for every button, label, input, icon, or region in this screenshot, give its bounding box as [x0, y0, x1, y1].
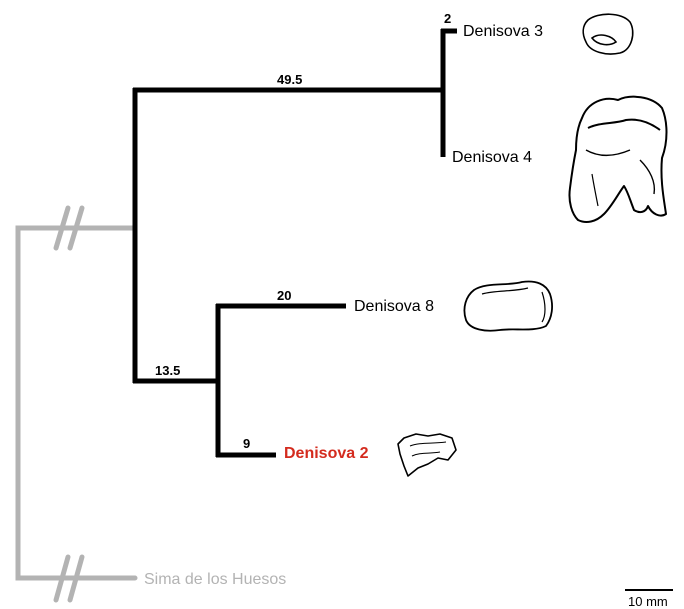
- taxon-label-denisova3: Denisova 3: [463, 23, 544, 40]
- tooth-icon-denisova3: [582, 13, 634, 55]
- taxon-label-sima-de-los-huesos: Sima de los Huesos: [144, 571, 287, 588]
- taxon-label-denisova2: Denisova 2: [284, 445, 369, 462]
- ingroup-branches: [132, 28, 457, 458]
- tooth-icon-denisova2: [397, 433, 457, 477]
- taxon-label-denisova8: Denisova 8: [354, 298, 435, 315]
- branch-length-denisova2: 9: [243, 436, 251, 451]
- outgroup-bracket: [15, 225, 138, 581]
- scale-bar-label: 10 mm: [628, 594, 668, 609]
- tooth-icon-denisova8: [463, 280, 553, 332]
- branch-length-denisova3: 2: [444, 11, 452, 26]
- branch-length-denisova8: 20: [277, 288, 292, 303]
- branch-break-icon: [53, 205, 85, 603]
- tooth-icon-denisova4: [568, 95, 668, 223]
- taxon-label-denisova4: Denisova 4: [452, 149, 533, 166]
- outgroup-branches: [15, 225, 138, 581]
- branch-length-denisova2-8-stem: 13.5: [155, 363, 181, 378]
- branch-length-denisova3-4-stem: 49.5: [277, 72, 303, 87]
